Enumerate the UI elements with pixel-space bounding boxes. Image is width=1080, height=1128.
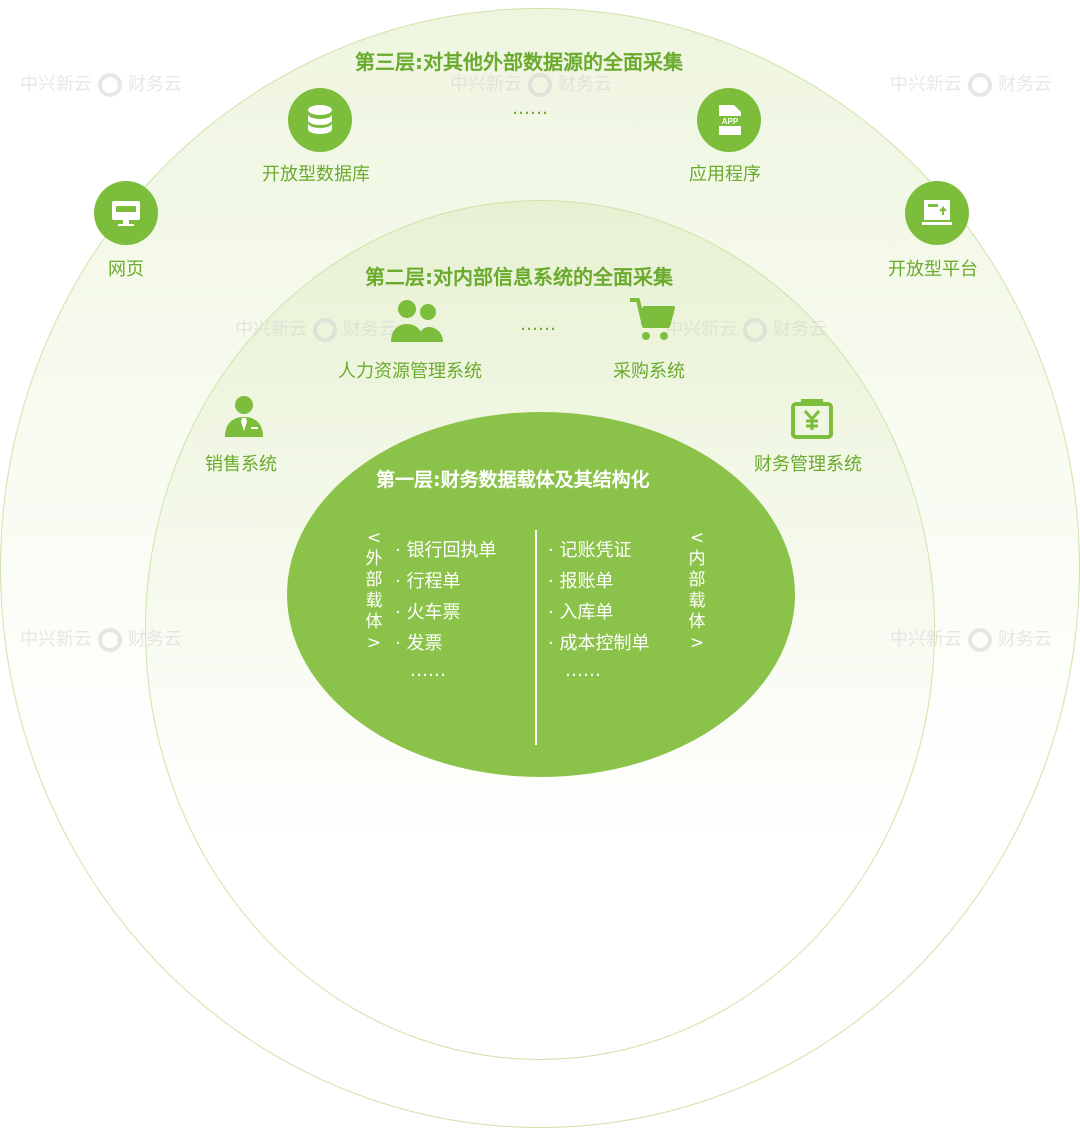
internal-item: · 记账凭证 bbox=[548, 540, 632, 561]
shopping-cart-icon bbox=[628, 296, 676, 348]
layer2-item-finance-system: 财务管理系统 bbox=[754, 454, 862, 475]
database-icon bbox=[288, 88, 352, 152]
external-item: · 银行回执单 bbox=[395, 540, 497, 561]
internal-item: …… bbox=[565, 660, 601, 681]
inner-layer-ellipse bbox=[287, 412, 795, 777]
layer3-ellipsis: …… bbox=[512, 98, 548, 119]
yen-box-icon bbox=[791, 397, 833, 443]
layer1-title: 第一层:财务数据载体及其结构化 bbox=[376, 469, 650, 491]
external-item: · 发票 bbox=[395, 633, 443, 654]
salesperson-icon bbox=[222, 394, 266, 442]
app-file-icon: APP bbox=[697, 88, 761, 152]
watermark: 中兴新云财务云 bbox=[20, 628, 182, 652]
layer3-item-application: 应用程序 bbox=[689, 164, 761, 185]
internal-item: · 入库单 bbox=[548, 602, 614, 623]
watermark: 中兴新云财务云 bbox=[890, 73, 1052, 97]
layer2-ellipsis: …… bbox=[520, 314, 556, 335]
layer2-item-hr-system: 人力资源管理系统 bbox=[338, 361, 482, 382]
layer3-item-open-database: 开放型数据库 bbox=[262, 164, 370, 185]
external-item: · 火车票 bbox=[395, 602, 461, 623]
internal-carrier-label: <内部载体> bbox=[688, 528, 706, 653]
carrier-divider bbox=[535, 530, 537, 745]
monitor-icon bbox=[94, 181, 158, 245]
platform-icon bbox=[905, 181, 969, 245]
layer2-item-purchase-system: 采购系统 bbox=[613, 361, 685, 382]
watermark: 中兴新云财务云 bbox=[450, 73, 612, 97]
watermark: 中兴新云财务云 bbox=[890, 628, 1052, 652]
layer3-item-webpage: 网页 bbox=[108, 259, 144, 280]
external-item: …… bbox=[410, 660, 446, 681]
watermark: 中兴新云财务云 bbox=[235, 318, 397, 342]
watermark: 中兴新云财务云 bbox=[665, 318, 827, 342]
external-item: · 行程单 bbox=[395, 571, 461, 592]
svg-text:APP: APP bbox=[722, 117, 739, 126]
layer2-item-sales-system: 销售系统 bbox=[205, 454, 277, 475]
people-icon bbox=[388, 298, 446, 348]
internal-item: · 报账单 bbox=[548, 571, 614, 592]
internal-item: · 成本控制单 bbox=[548, 633, 650, 654]
layer3-title: 第三层:对其他外部数据源的全面采集 bbox=[355, 50, 683, 74]
external-carrier-label: <外部载体> bbox=[365, 528, 383, 653]
watermark: 中兴新云财务云 bbox=[20, 73, 182, 97]
layer3-item-open-platform: 开放型平台 bbox=[888, 259, 978, 280]
layer2-title: 第二层:对内部信息系统的全面采集 bbox=[365, 265, 673, 289]
